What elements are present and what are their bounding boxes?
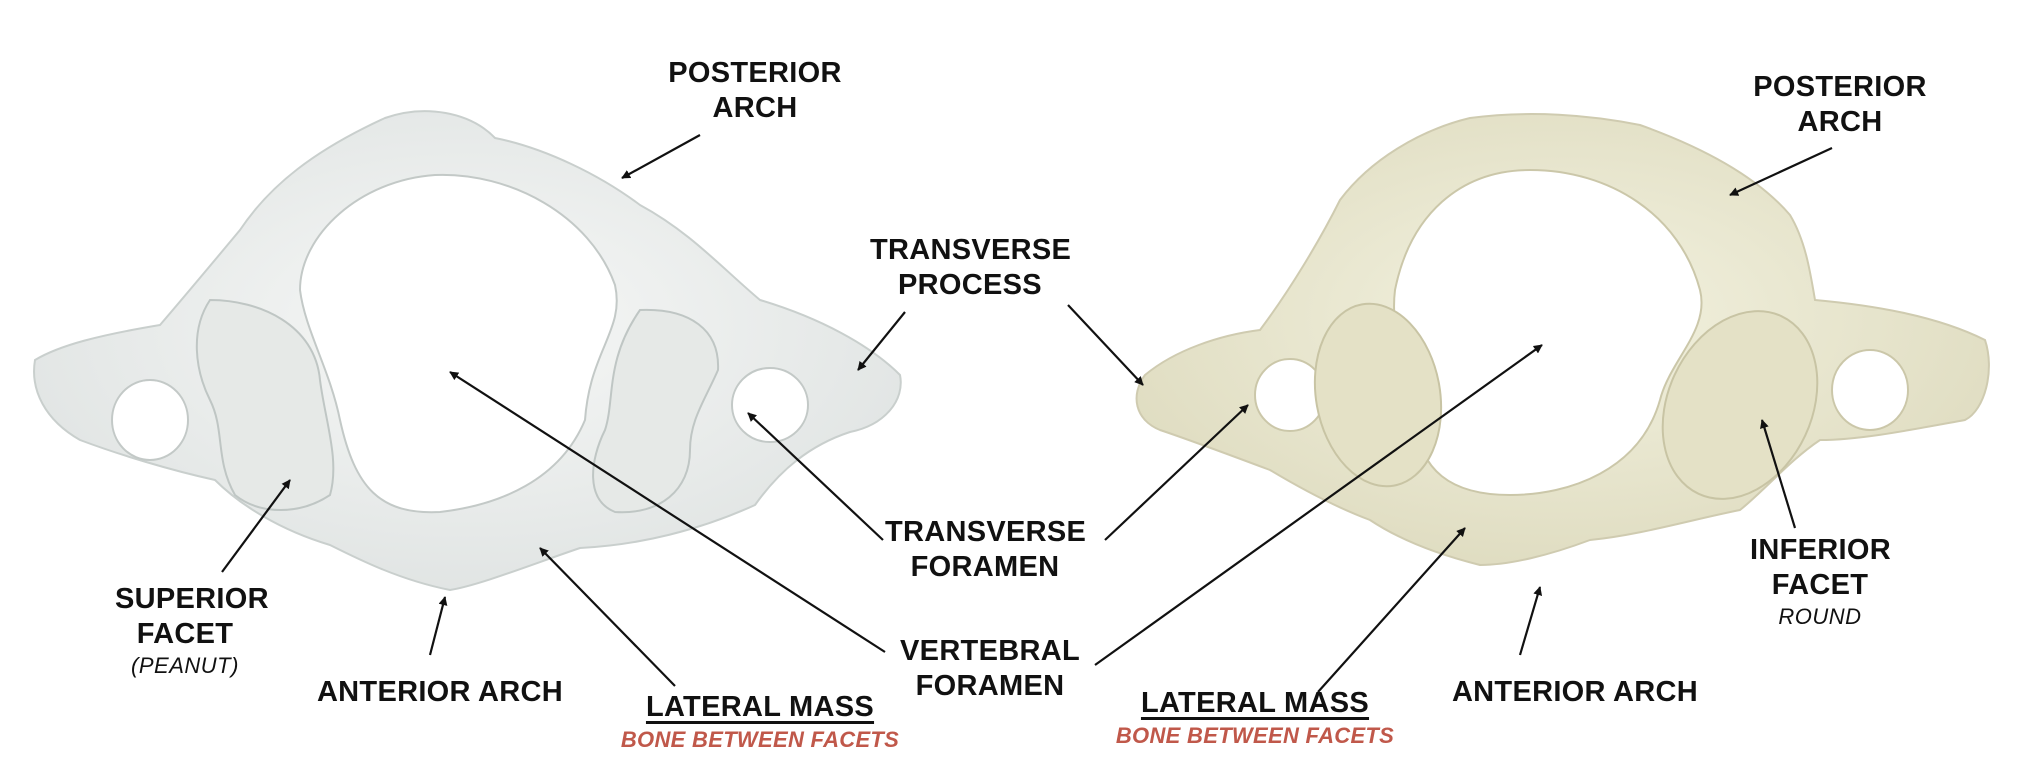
- right-lateral-mass-title: LATERAL MASS: [1140, 687, 1370, 719]
- arrow-transverse-foramen-right: [1104, 404, 1249, 541]
- right-vertebra-image: [1135, 113, 1990, 567]
- transverse-process-label: TRANSVERSE PROCESS: [870, 234, 1072, 301]
- arrow-transverse-process-right: [1067, 304, 1144, 386]
- arrow-right-anterior-arch: [1518, 586, 1543, 656]
- right-lateral-mass-note: BONE BETWEEN FACETS: [1115, 723, 1395, 748]
- arrow-right-posterior-arch: [1729, 147, 1833, 196]
- arrow-left-anterior-arch: [428, 596, 448, 656]
- left-lateral-mass-title: LATERAL MASS: [645, 691, 875, 723]
- transverse-foramen-label: TRANSVERSE FORAMEN: [885, 516, 1087, 583]
- left-lateral-mass-note: BONE BETWEEN FACETS: [620, 727, 900, 752]
- superior-facet-note: (PEANUT): [131, 653, 239, 678]
- right-anterior-arch-label: ANTERIOR ARCH: [1451, 676, 1699, 708]
- left-posterior-arch-label: POSTERIOR ARCH: [668, 57, 842, 124]
- arrow-left-lateral-mass: [539, 547, 676, 687]
- arrow-left-posterior-arch: [621, 134, 701, 179]
- right-lateral-mass-label: LATERAL MASS BONE BETWEEN FACETS: [1095, 686, 1415, 751]
- callout-arrows: [221, 134, 1833, 693]
- arrow-superior-facet: [221, 479, 291, 573]
- arrow-inferior-facet: [1760, 419, 1797, 529]
- superior-facet-label: SUPERIOR FACET (PEANUT): [90, 582, 280, 680]
- left-vertebra-image: [33, 110, 902, 592]
- right-superior-facet-shape: [592, 308, 720, 514]
- left-lateral-mass-label: LATERAL MASS BONE BETWEEN FACETS: [600, 690, 920, 755]
- right-transverse-foramen-hole-2: [1831, 349, 1909, 431]
- right-posterior-arch-label: POSTERIOR ARCH: [1753, 71, 1927, 138]
- right-vertebral-foramen-hole: [1393, 168, 1703, 497]
- left-anterior-arch-label: ANTERIOR ARCH: [316, 676, 564, 708]
- left-superior-facet-shape: [195, 298, 335, 511]
- vertebral-foramen-label: VERTEBRAL FORAMEN: [900, 635, 1080, 702]
- inferior-facet-note: ROUND: [1778, 604, 1862, 629]
- left-transverse-foramen-hole-2: [731, 367, 809, 443]
- arrow-transverse-foramen-left: [747, 412, 884, 541]
- arrow-transverse-process-left: [857, 311, 906, 371]
- arrow-right-lateral-mass: [1317, 527, 1466, 693]
- inferior-facet-label: INFERIOR FACET ROUND: [1725, 533, 1915, 631]
- arrow-vertebral-foramen-right: [1094, 344, 1543, 666]
- right-inferior-facet-shape: [1661, 310, 1819, 500]
- left-transverse-foramen-hole-1: [111, 379, 189, 461]
- arrow-vertebral-foramen-left: [449, 371, 886, 653]
